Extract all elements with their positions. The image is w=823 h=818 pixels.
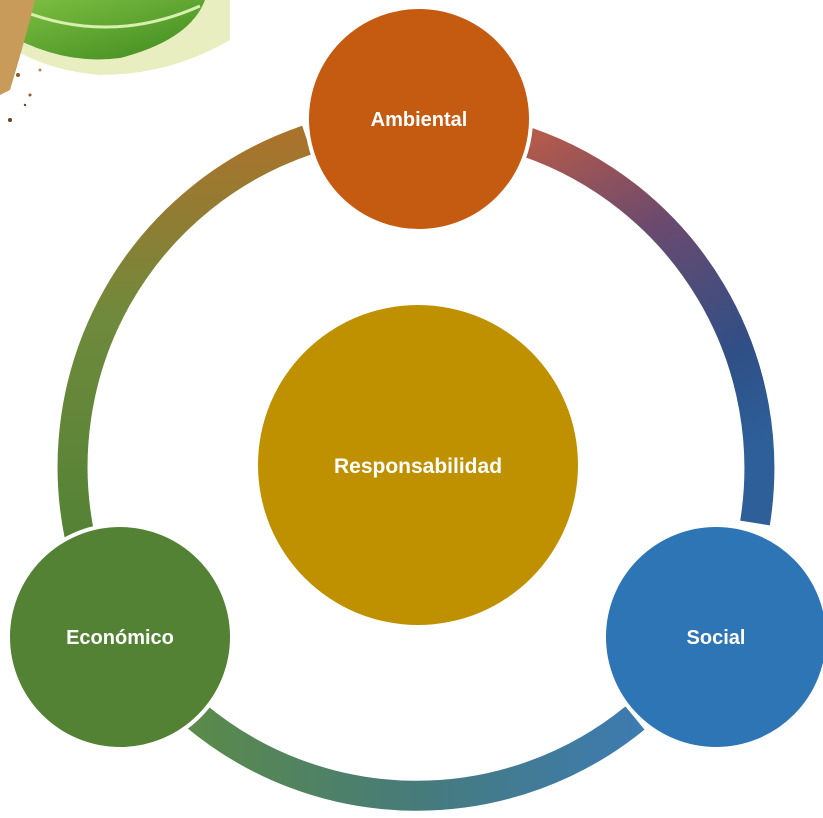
leaf-photo-corner — [0, 0, 230, 122]
node-social: Social — [602, 523, 823, 751]
ring-arc-right — [522, 127, 775, 526]
node-ambiental: Ambiental — [305, 5, 533, 233]
node-circle-economico — [6, 523, 234, 751]
ring-arc-bottom — [185, 703, 645, 811]
center-circle — [258, 305, 578, 625]
node-label-ambiental: Ambiental — [371, 109, 468, 131]
node-circle-social — [602, 523, 823, 751]
cycle-ring — [57, 125, 775, 811]
node-label-economico: Económico — [66, 627, 174, 649]
node-circle-ambiental — [305, 5, 533, 233]
node-label-social: Social — [687, 627, 746, 649]
center-label: Responsabilidad — [334, 455, 502, 478]
node-economico: Económico — [6, 523, 234, 751]
ring-arc-left — [57, 125, 312, 542]
center-node: Responsabilidad — [258, 305, 578, 625]
